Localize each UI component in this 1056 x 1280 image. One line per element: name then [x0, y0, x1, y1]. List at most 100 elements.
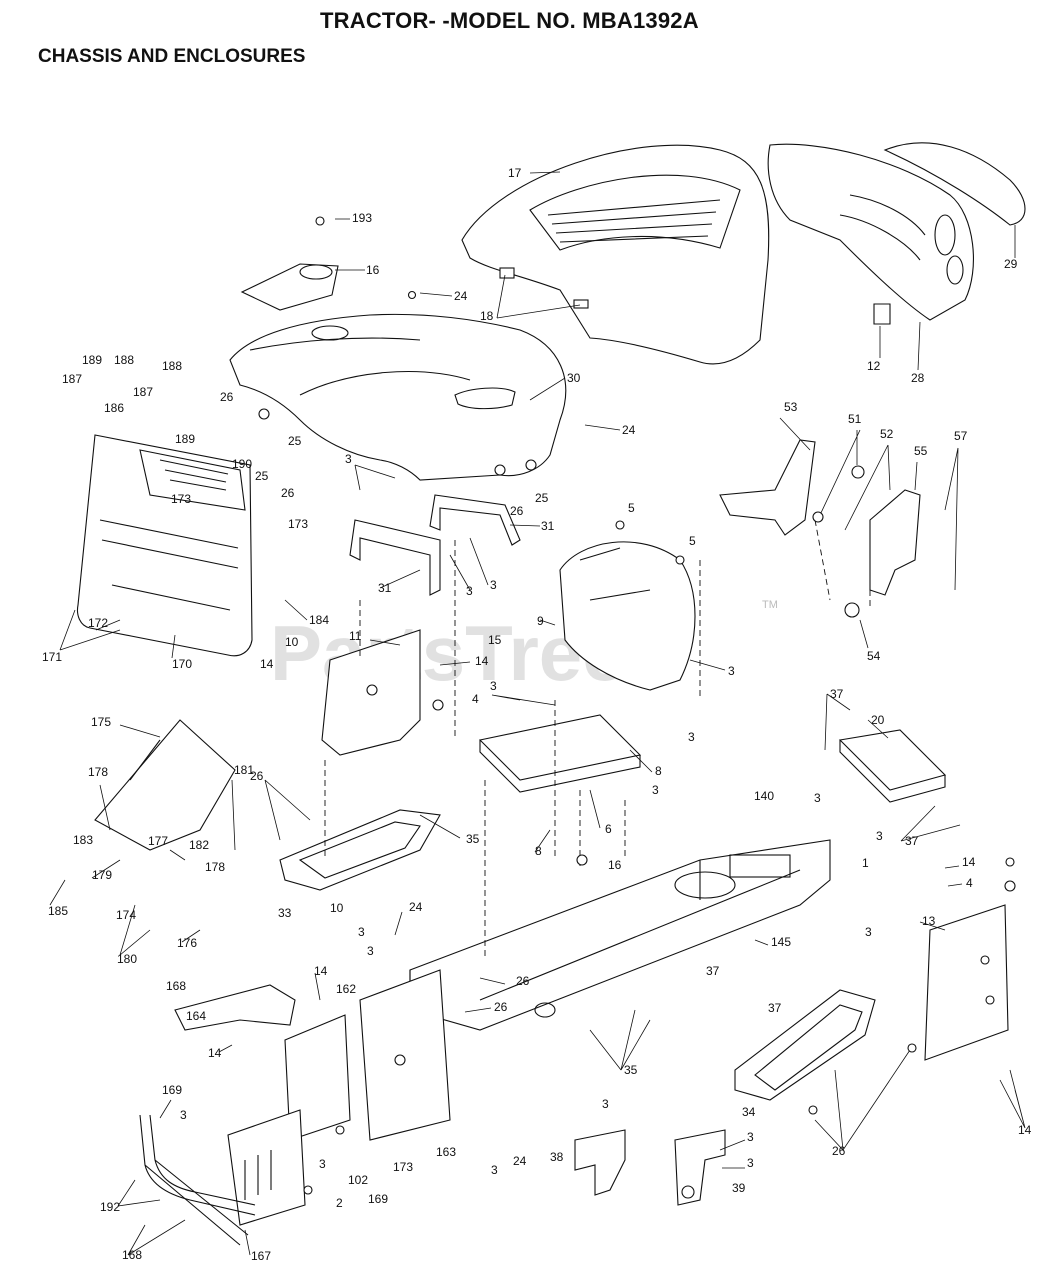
label-37-a: 37	[830, 687, 844, 701]
label-26-c: 26	[510, 504, 524, 518]
watermark-tm: TM	[762, 599, 778, 611]
label-3-r: 3	[747, 1156, 754, 1170]
label-52: 52	[880, 427, 894, 441]
label-14-d: 14	[314, 964, 328, 978]
label-31-a: 31	[541, 519, 555, 533]
label-164: 164	[186, 1009, 206, 1023]
label-188: 188	[114, 353, 134, 367]
front-panel-part-170	[76, 434, 253, 657]
label-171: 171	[42, 650, 62, 664]
label-172: 172	[88, 616, 108, 630]
label-11: 11	[349, 629, 362, 643]
rear-panel-part-163	[359, 969, 451, 1141]
fasteners	[258, 216, 1016, 1195]
label-140: 140	[754, 789, 774, 803]
label-178-a: 178	[88, 765, 108, 779]
grille-part-29	[767, 143, 974, 321]
label-175: 175	[91, 715, 111, 729]
shroud-part-9	[559, 541, 696, 691]
section-title: CHASSIS AND ENCLOSURES	[38, 46, 306, 67]
footrest-part-34	[734, 989, 876, 1101]
label-20: 20	[871, 713, 885, 727]
label-24-d: 24	[513, 1154, 527, 1168]
label-35-a: 35	[466, 832, 480, 846]
label-167: 167	[251, 1249, 271, 1263]
bracket-part-55	[869, 489, 921, 596]
label-187b: 187	[133, 385, 153, 399]
label-3-i: 3	[876, 829, 883, 843]
label-183: 183	[73, 833, 93, 847]
label-3-d: 3	[728, 664, 735, 678]
label-54: 54	[867, 649, 881, 663]
label-25-a: 25	[288, 434, 302, 448]
label-189: 189	[82, 353, 102, 367]
label-17: 17	[508, 166, 522, 180]
label-2: 2	[336, 1196, 343, 1210]
label-16-b: 16	[608, 858, 622, 872]
panel-cover-part-16	[240, 263, 339, 311]
label-178-b: 178	[205, 860, 225, 874]
label-24: 24	[454, 289, 468, 303]
label-5-b: 5	[689, 534, 696, 548]
label-173-c: 173	[393, 1160, 413, 1174]
label-187: 187	[62, 372, 82, 386]
page-title: TRACTOR- -MODEL NO. MBA1392A	[320, 8, 699, 33]
label-37-b: 37	[905, 834, 919, 848]
label-188b: 188	[162, 359, 182, 373]
plate-part-20	[838, 729, 947, 803]
bracket-part-38	[574, 1129, 626, 1196]
label-18: 18	[480, 309, 494, 323]
dash-fender-part-30	[229, 313, 567, 481]
rear-panel-part-162	[284, 1014, 351, 1141]
label-3-l: 3	[367, 944, 374, 958]
footrest-part-33	[279, 809, 441, 891]
label-10-b: 10	[330, 901, 344, 915]
label-8-b: 8	[535, 844, 542, 858]
hood-part-17	[461, 144, 770, 365]
label-57: 57	[954, 429, 968, 443]
label-3-a: 3	[345, 452, 352, 466]
label-34: 34	[742, 1105, 756, 1119]
label-181: 181	[234, 763, 254, 777]
label-6: 6	[605, 822, 612, 836]
label-168-a: 168	[166, 979, 186, 993]
label-26-d: 26	[250, 769, 264, 783]
leader-lines	[49, 171, 1026, 1256]
bracket-part-53	[719, 439, 816, 536]
label-29: 29	[1004, 257, 1018, 271]
hitch-plate-part-102	[227, 1109, 306, 1226]
label-13: 13	[922, 914, 936, 928]
label-180: 180	[117, 952, 137, 966]
label-35-b: 35	[624, 1063, 638, 1077]
label-24-b: 24	[622, 423, 636, 437]
label-33: 33	[278, 906, 292, 920]
label-25-c: 25	[535, 491, 549, 505]
label-26-f: 26	[494, 1000, 508, 1014]
label-192: 192	[100, 1200, 120, 1214]
label-176: 176	[177, 936, 197, 950]
label-3-o: 3	[602, 1097, 609, 1111]
label-3-q: 3	[747, 1130, 754, 1144]
label-26-a: 26	[220, 390, 234, 404]
label-185: 185	[48, 904, 68, 918]
label-14-b: 14	[475, 654, 489, 668]
label-26-e: 26	[516, 974, 530, 988]
label-14-e: 14	[208, 1046, 222, 1060]
label-173-b: 173	[288, 517, 308, 531]
label-24-c: 24	[409, 900, 423, 914]
label-3-c: 3	[490, 578, 497, 592]
label-3-n: 3	[319, 1157, 326, 1171]
label-184: 184	[309, 613, 329, 627]
bracket-part-31-left	[349, 519, 441, 596]
label-3-b: 3	[466, 584, 473, 598]
label-30: 30	[567, 371, 581, 385]
label-179: 179	[92, 868, 112, 882]
label-189b: 189	[175, 432, 195, 446]
label-3-g: 3	[652, 783, 659, 797]
label-39: 39	[732, 1181, 746, 1195]
label-4-a: 4	[472, 692, 479, 706]
label-182: 182	[189, 838, 209, 852]
label-14-f: 14	[1018, 1123, 1032, 1137]
label-14-a: 14	[260, 657, 274, 671]
label-173-a: 173	[171, 492, 191, 506]
